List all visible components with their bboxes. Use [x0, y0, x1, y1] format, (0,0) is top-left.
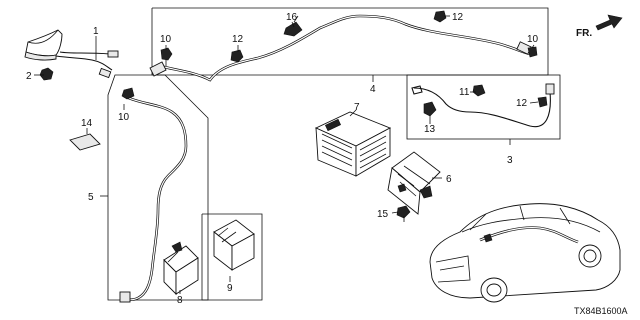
callout-8: 8 [177, 295, 183, 306]
callout-10-left: 10 [118, 112, 130, 123]
leader-lines [34, 15, 539, 294]
rear-side-cable[interactable] [411, 83, 555, 128]
callout-5: 5 [88, 192, 94, 203]
clip-12-upper-right[interactable] [433, 10, 447, 23]
diagram-code: TX84B1600A [574, 306, 628, 316]
group-box-9 [201, 213, 263, 301]
clip-11[interactable] [472, 84, 486, 97]
vehicle-location-illustration [429, 203, 621, 303]
upper-feeder-cable[interactable] [149, 14, 532, 82]
callout-9: 9 [227, 283, 233, 294]
callout-12-top-right: 12 [452, 12, 464, 23]
callout-10-top-right: 10 [527, 34, 539, 45]
left-feeder-cable[interactable] [119, 94, 188, 303]
roof-antenna[interactable] [24, 29, 119, 79]
callout-1: 1 [93, 26, 99, 37]
pad[interactable] [69, 133, 101, 151]
clip-10-upper-right[interactable] [527, 46, 538, 58]
callout-12-right: 12 [516, 98, 528, 109]
receiver-bracket[interactable] [387, 151, 441, 215]
front-arrow-icon [595, 14, 623, 31]
clip-16-holder[interactable] [283, 15, 303, 37]
callout-labels: 1 2 3 4 5 6 7 8 9 10 10 10 11 12 12 12 1… [26, 12, 628, 316]
bolt-15[interactable] [396, 205, 411, 222]
clip-13[interactable] [423, 101, 437, 122]
clip-12-upper-mid[interactable] [230, 49, 244, 63]
group-box-3 [406, 74, 561, 140]
control-unit[interactable] [163, 241, 199, 296]
audio-module[interactable] [314, 111, 392, 177]
callout-11: 11 [459, 87, 470, 98]
callout-3: 3 [507, 155, 513, 166]
callout-12-top: 12 [232, 34, 244, 45]
callout-6: 6 [446, 174, 452, 185]
clip-12-right[interactable] [537, 96, 548, 108]
direction-label: FR. [576, 28, 592, 39]
callout-4: 4 [370, 84, 376, 95]
tuner-module[interactable] [213, 219, 255, 271]
clip-10-left[interactable] [121, 87, 135, 100]
callout-7: 7 [354, 102, 360, 113]
callout-10-top-left: 10 [160, 34, 172, 45]
callout-15: 15 [377, 209, 389, 220]
front-direction-indicator [595, 14, 623, 31]
callout-14: 14 [81, 118, 93, 129]
callout-2: 2 [26, 71, 32, 82]
antenna-nut[interactable] [39, 67, 54, 81]
clip-10-upper-left[interactable] [160, 47, 173, 66]
callout-16: 16 [286, 12, 298, 23]
callout-13: 13 [424, 124, 436, 135]
